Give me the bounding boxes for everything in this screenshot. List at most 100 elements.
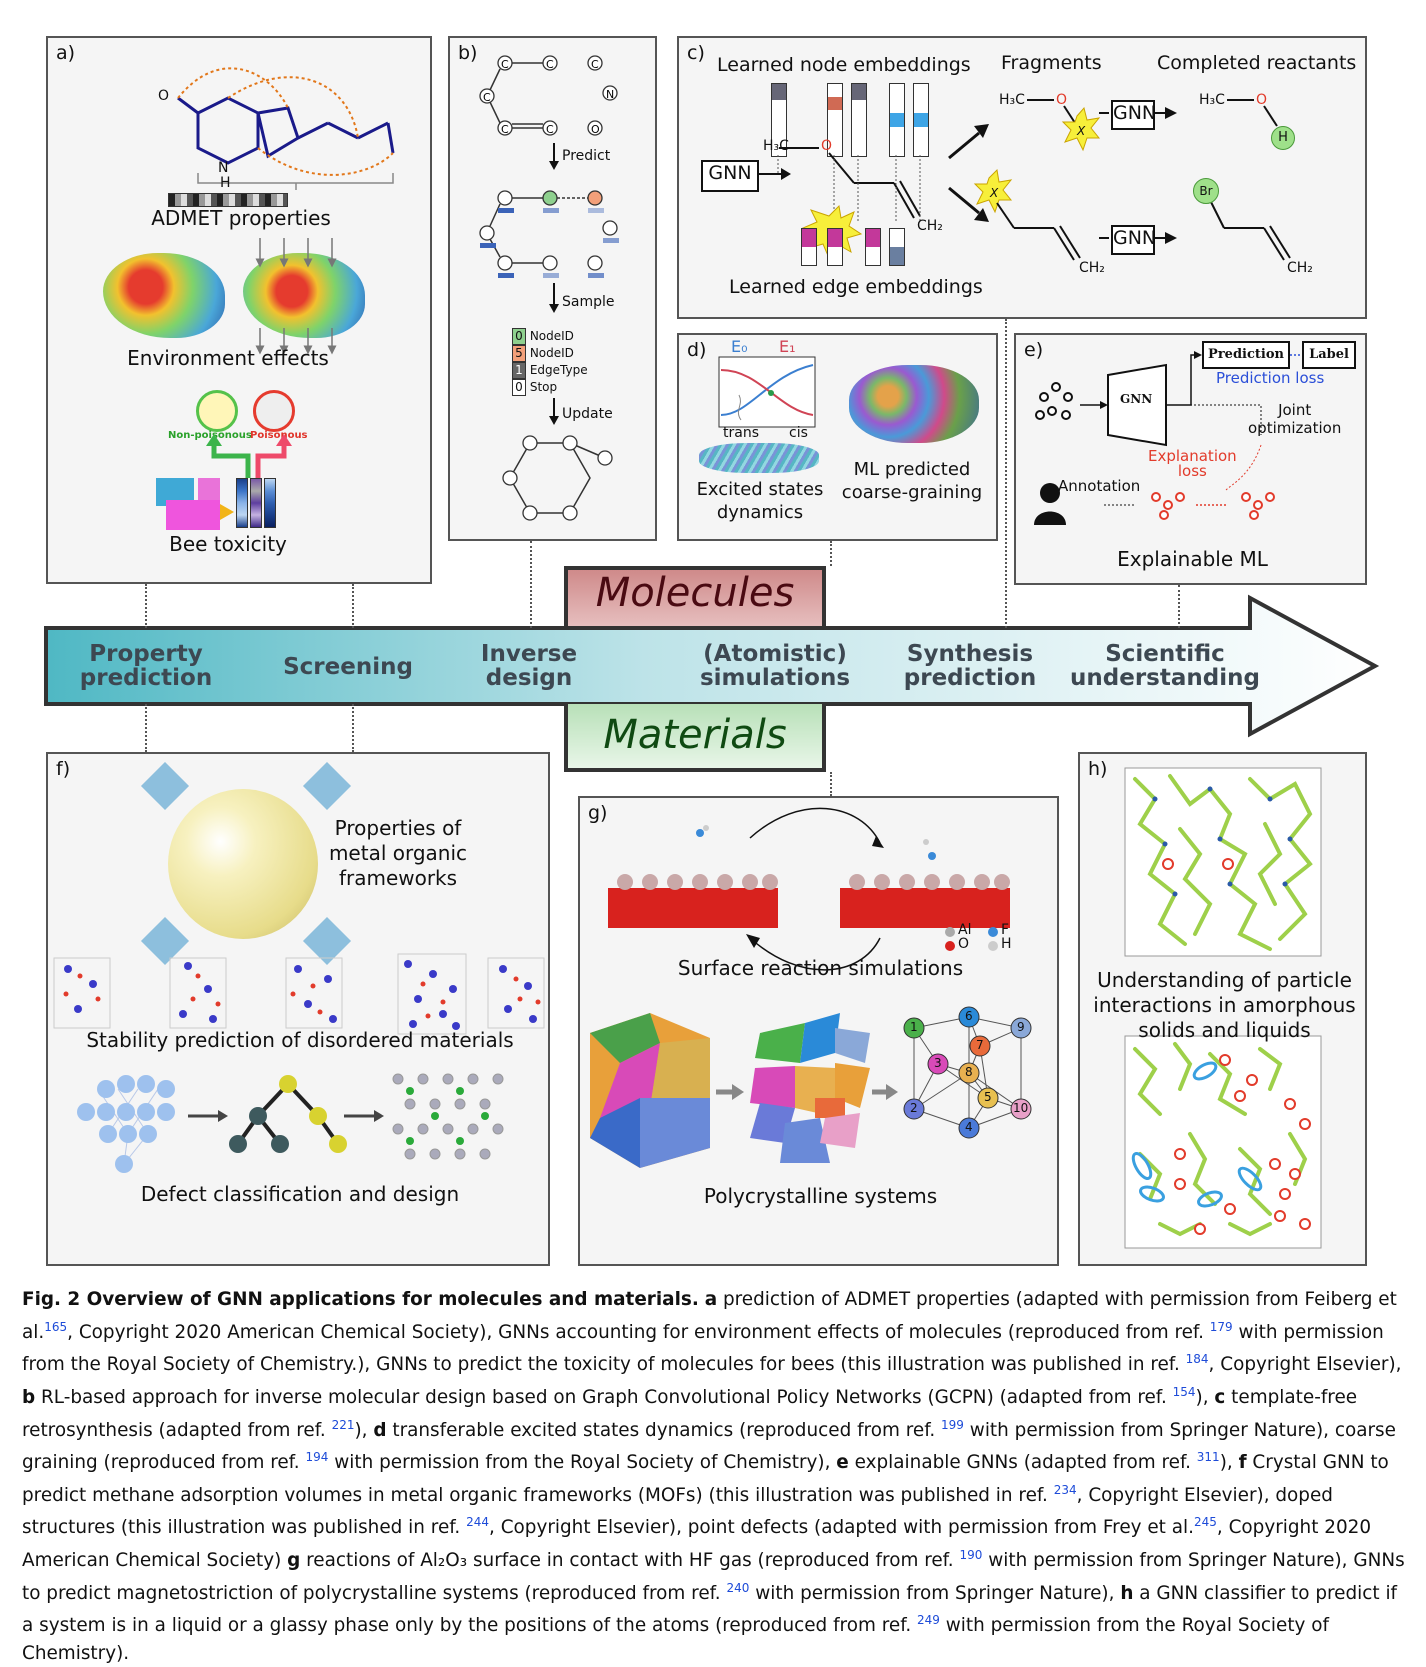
caption-text: , Copyright Elsevier), point defects (ad… <box>489 1517 1194 1539</box>
caption-reference-link[interactable]: 199 <box>941 1417 964 1432</box>
caption-text: template-free retrosynthesis (adapted fr… <box>22 1386 1358 1441</box>
atom-n: N <box>218 160 229 176</box>
svg-text:C: C <box>501 123 509 136</box>
frag2-x-label: X <box>990 186 999 200</box>
grain-node-1: 1 <box>910 1020 918 1034</box>
connector-b <box>530 541 532 628</box>
edge-vector-1 <box>801 228 817 266</box>
prediction-loss-label: Prediction loss <box>1216 369 1325 387</box>
panel-c: c) Learned node embeddings Fragments Com… <box>677 36 1367 319</box>
node-vector-5 <box>913 83 929 157</box>
grain-node-6: 6 <box>965 1009 973 1023</box>
legend-row-3: 0 Stop <box>512 379 588 396</box>
caption-panel-letter: h <box>1120 1582 1134 1604</box>
node-vector-3 <box>851 83 867 157</box>
panel-h-label: h) <box>1088 758 1108 780</box>
admet-molecule-figure <box>177 67 395 190</box>
e1-label: E₁ <box>779 337 796 356</box>
node-vector-1 <box>771 83 787 157</box>
trans-label: trans <box>723 425 759 441</box>
environment-effects-label: Environment effects <box>127 346 329 370</box>
connector-d <box>830 541 832 566</box>
legend-row-0: 0 NodeID <box>512 328 588 345</box>
explainable-ml-label: Explainable ML <box>1117 547 1268 571</box>
caption-reference-link[interactable]: 245 <box>1193 1515 1217 1530</box>
grain-node-2: 2 <box>910 1101 918 1115</box>
legend-text-1: NodeID <box>529 346 574 360</box>
svg-text:O: O <box>591 123 600 136</box>
panel-b: b) C C C C N C C O Predict <box>448 36 657 541</box>
excited-states-trajectories <box>699 443 819 473</box>
h3c-label: H₃C <box>763 138 789 154</box>
caption-reference-link[interactable]: 194 <box>305 1450 329 1464</box>
fragment-box-3 <box>166 500 220 530</box>
hydrogen-atom: H <box>1271 126 1295 150</box>
connector-c <box>1005 319 1007 628</box>
connector-g <box>830 772 832 796</box>
stage-screening: Screening <box>283 654 413 680</box>
caption-reference-link[interactable]: 221 <box>331 1417 355 1432</box>
node-vector-4 <box>889 83 905 157</box>
svg-text:C: C <box>546 123 554 136</box>
stage-property-prediction: Property prediction <box>79 641 213 692</box>
stage-atomistic-simulations: (Atomistic) simulations <box>699 641 851 692</box>
panel-e: e) Prediction Label GNN Prediction loss … <box>1014 333 1367 585</box>
connector-f1 <box>145 704 147 752</box>
caption-panel-letter: e <box>836 1452 849 1474</box>
fingerprint-vector-3 <box>264 478 276 528</box>
caption-reference-link[interactable]: 249 <box>917 1613 940 1628</box>
molecules-label: Molecules <box>595 570 795 616</box>
polycrystalline-label: Polycrystalline systems <box>703 1184 938 1208</box>
legend-o: O <box>958 936 970 952</box>
toxicity-arrows <box>206 434 292 520</box>
caption-reference-link[interactable]: 234 <box>1053 1482 1077 1497</box>
caption-reference-link[interactable]: 240 <box>726 1580 750 1595</box>
caption-text: ), <box>354 1419 374 1441</box>
panel-f: f) Properties of metal organic framework… <box>46 752 550 1266</box>
joint-optimization-label: Joint optimization <box>1248 401 1342 437</box>
node-vector-2 <box>827 83 843 157</box>
panel-a: a) O N H ADMET properties Environment ef… <box>46 36 432 584</box>
pipeline-arrow <box>44 594 1380 738</box>
defect-pipeline <box>77 1073 504 1173</box>
legend-al: Al <box>958 922 972 938</box>
cis-label: cis <box>789 425 808 441</box>
stage-inverse-design: Inverse design <box>480 641 578 692</box>
caption-panel-letter: d <box>373 1419 387 1441</box>
svg-text:C: C <box>483 91 491 104</box>
panel-f-label: f) <box>56 758 71 780</box>
grain-node-5: 5 <box>984 1090 992 1104</box>
completed-reactants-label: Completed reactants <box>1157 52 1357 74</box>
caption-reference-link[interactable]: 154 <box>1172 1384 1196 1399</box>
materials-box <box>564 704 826 772</box>
legend-row-2: 1 EdgeType <box>512 362 588 379</box>
panel-c-label: c) <box>687 42 705 64</box>
fingerprint-vector-2 <box>250 478 262 528</box>
caption-reference-link[interactable]: 179 <box>1209 1319 1233 1334</box>
grain-node-4: 4 <box>965 1120 973 1134</box>
caption-reference-link[interactable]: 311 <box>1196 1450 1220 1464</box>
caption-reference-link[interactable]: 190 <box>959 1547 983 1562</box>
caption-panel-letter: a <box>704 1289 718 1310</box>
caption-reference-link[interactable]: 244 <box>466 1515 489 1530</box>
grain-node-10: 10 <box>1013 1101 1029 1115</box>
connector-f2 <box>352 704 354 752</box>
svg-text:C: C <box>501 58 509 71</box>
connector-e <box>1178 585 1180 628</box>
polycrystal-figure <box>590 1006 1032 1168</box>
legend-text-3: Stop <box>529 380 558 394</box>
frag-o-label: O <box>1056 92 1068 108</box>
grain-node-3: 3 <box>934 1056 942 1070</box>
caption-text: explainable GNNs (adapted from ref. <box>848 1452 1197 1474</box>
e0-label: E₀ <box>731 337 748 356</box>
caption-reference-link[interactable]: 165 <box>44 1319 68 1334</box>
legend-row-1: 5 NodeID <box>512 345 588 362</box>
legend-code-0: 0 <box>512 328 526 345</box>
panel-d: d) E₀ E₁ trans cis Excited states dynami… <box>677 333 998 541</box>
bromine-atom: Br <box>1193 178 1219 204</box>
legend-f: F <box>1001 922 1010 938</box>
fingerprint-vector-1 <box>236 478 248 528</box>
caption-title: Fig. 2 Overview of GNN applications for … <box>22 1289 699 1310</box>
caption-reference-link[interactable]: 184 <box>1185 1352 1209 1367</box>
panel-g-label: g) <box>588 802 608 824</box>
